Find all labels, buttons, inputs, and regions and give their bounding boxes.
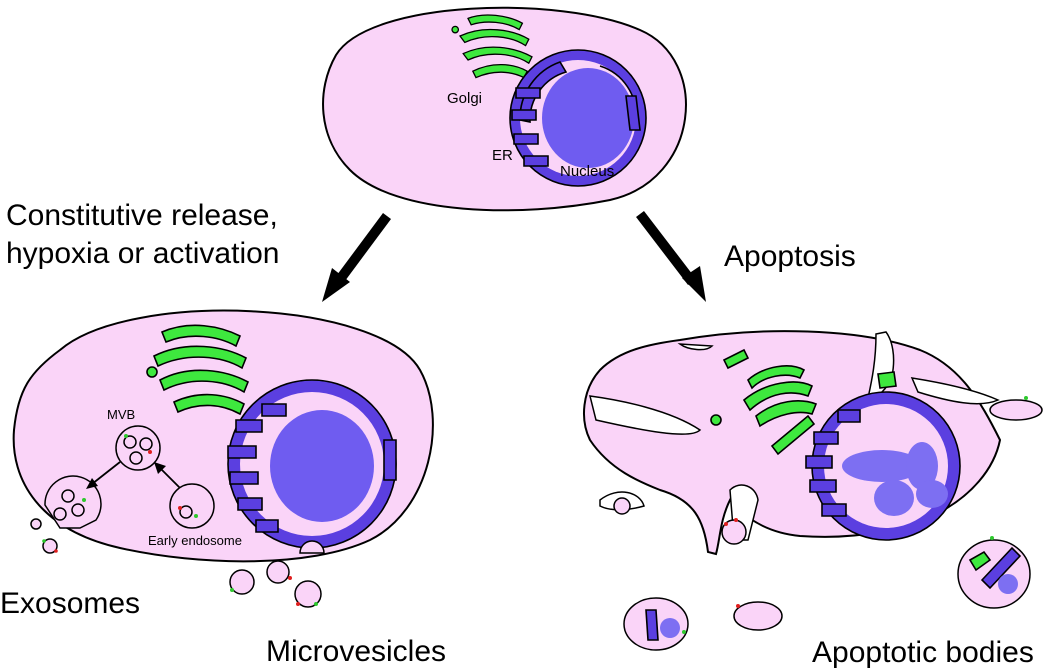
- er-label: ER: [492, 147, 513, 164]
- fragmented-golgi-icon: [710, 348, 897, 456]
- apoptotic-bodies-label: Apoptotic bodies: [812, 636, 1034, 669]
- mvb-icon: [115, 425, 161, 471]
- pathway-right-label: Apoptosis: [724, 240, 856, 273]
- nucleus-icon: [270, 410, 374, 522]
- exosomes-label: Exosomes: [0, 587, 140, 620]
- mvb-label: MVB: [107, 407, 135, 422]
- top-cell: Golgi ER Nucleus: [322, 6, 687, 212]
- apoptotic-bodies-icon: [613, 396, 1043, 651]
- fusing-mvb-icon: [44, 475, 102, 529]
- early-endosome-label: Early endosome: [148, 533, 242, 548]
- microvesicles-icon: [229, 560, 322, 608]
- nucleus-label: Nucleus: [560, 163, 614, 180]
- golgi-label: Golgi: [447, 90, 482, 107]
- apoptotic-cell: [583, 330, 1002, 556]
- arrow-right-icon: [636, 210, 706, 302]
- pathway-left-line2: hypoxia or activation: [6, 237, 280, 270]
- nucleus-icon: [542, 68, 634, 168]
- golgi-icon: [146, 324, 250, 416]
- mvb-to-membrane-arrow-icon: [86, 461, 121, 489]
- microvesicles-label: Microvesicles: [266, 635, 446, 668]
- pathway-left-line1: Constitutive release,: [6, 199, 278, 232]
- left-cell: MVB Early endosome: [12, 309, 434, 563]
- early-endosome-icon: [169, 483, 215, 529]
- arrow-left-icon: [322, 213, 392, 302]
- fragmented-nucleus-icon: [842, 442, 948, 516]
- exosomes-icon: [30, 518, 58, 554]
- endosome-to-mvb-arrow-icon: [154, 462, 181, 489]
